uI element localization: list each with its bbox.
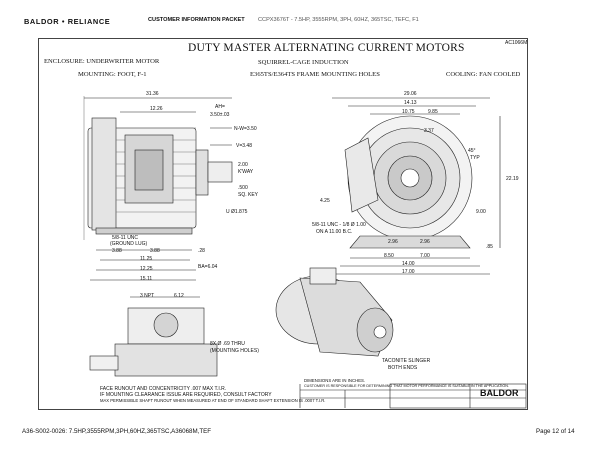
baldor-logo: BALDOR • RELIANCE [24,17,111,26]
packet-title: CUSTOMER INFORMATION PACKET [148,17,245,23]
dim-17-00: 17.00 [402,269,415,275]
dim-3-npt: 3 NPT [140,293,155,299]
front-view [330,97,501,275]
note-2: IF MOUNTING CLEARANCE ISSUE ARE REQUIRED… [100,392,272,398]
title-block-brand: BALDOR [480,388,519,398]
note-3: MAX PERMISSIBLE SHAFT RUNOUT WHEN MEASUR… [100,398,326,403]
dim-sqkey: .500 [238,185,248,191]
dim-22-19: 22.19 [506,176,519,182]
dim-2-96a: 2.96 [388,239,398,245]
dim-12-25: 12.25 [140,266,153,272]
dim-085: .85 [486,244,493,250]
drawing-sheet [38,38,528,410]
dim-bolt-circle: ON A 11.00 B.C. [316,229,353,235]
dim-ba: BA=6.04 [198,264,218,270]
dim-14-00: 14.00 [402,261,415,267]
dim-mount-holes-label: (MOUNTING HOLES) [210,348,259,354]
drawing-title: DUTY MASTER ALTERNATING CURRENT MOTORS [188,42,465,54]
dim-8-50: 8.50 [384,253,394,259]
dim-028: .28 [198,248,205,254]
dim-sqkey-label: SQ. KEY [238,192,259,198]
dim-9-00: 9.00 [476,209,486,215]
drawing-subtitle: SQUIRREL-CAGE INDUCTION [258,59,349,66]
dim-7-00: 7.00 [420,253,430,259]
dim-v: V=3.48 [236,143,252,149]
footer-left: A36-S002-0026: 7.5HP,3555RPM,3PH,60HZ,36… [22,428,212,435]
dim-45: 45° [468,148,476,154]
side-view [83,96,233,281]
packet-subtitle: CCPX3676T - 7.5HP, 3555RPM, 3PH, 60HZ, 3… [258,17,419,23]
doc-id: AC1066M [505,40,528,46]
dim-ground-lug: (GROUND LUG) [110,241,148,247]
dim-ground-unc: 5/8-11 UNC [112,235,139,241]
dim-12-26: 12.26 [150,106,163,112]
dim-bolt: 5/8-11 UNC - 1/8 Ø 1.00 [312,222,366,228]
dim-9-85: 9.85 [428,109,438,115]
note-1: FACE RUNOUT AND CONCENTRICITY .007 MAX T… [100,386,227,392]
frame-text: E365TS/E364TS FRAME MOUNTING HOLES [250,71,380,78]
base-view [89,296,218,377]
dim-2-96b: 2.96 [420,239,430,245]
dim-14-13: 14.13 [404,100,417,106]
enclosure-text: ENCLOSURE: UNDERWRITER MOTOR [44,58,160,65]
dim-4-25: 4.25 [320,198,330,204]
dim-mount-holes: 8X Ø .69 THRU [210,341,245,347]
slinger-text: TACONITE SLINGER [382,358,431,364]
dim-11-25: 11.25 [140,256,153,262]
dim-3-88a: 3.88 [112,248,122,254]
dim-ah: AH= [215,104,225,110]
dim-6-12: 6.12 [174,293,184,299]
dim-keyway: 2.00 [238,162,248,168]
cooling-text: COOLING: FAN COOLED [446,71,521,78]
title-block [299,383,527,409]
title-block-line1: DIMENSIONS ARE IN INCHES. [304,378,366,383]
title-block-line2: CUSTOMER IS RESPONSIBLE FOR DETERMINING … [304,384,509,388]
page-header: BALDOR • RELIANCE CUSTOMER INFORMATION P… [0,0,600,30]
dim-3-37: 3.37 [424,128,434,134]
dim-10-75: 10.75 [402,109,415,115]
dim-ah-val: 3.50±.03 [210,112,230,118]
dim-nw: N-W=3.50 [234,126,257,132]
dim-29-06: 29.06 [404,91,417,97]
isometric-view [275,267,394,357]
dim-3-88b: 3.88 [150,248,160,254]
dim-shaft: U Ø1.875 [226,209,248,215]
dim-typ: TYP [470,155,480,161]
mounting-text: MOUNTING: FOOT, F-1 [78,71,147,78]
dim-31-36: 31.36 [146,91,159,97]
dim-15-11: 15.11 [140,276,153,282]
dim-keyway-label: K'WAY [238,169,254,175]
footer-page: Page 12 of 14 [536,428,575,435]
slinger-text-2: BOTH ENDS [388,365,418,371]
